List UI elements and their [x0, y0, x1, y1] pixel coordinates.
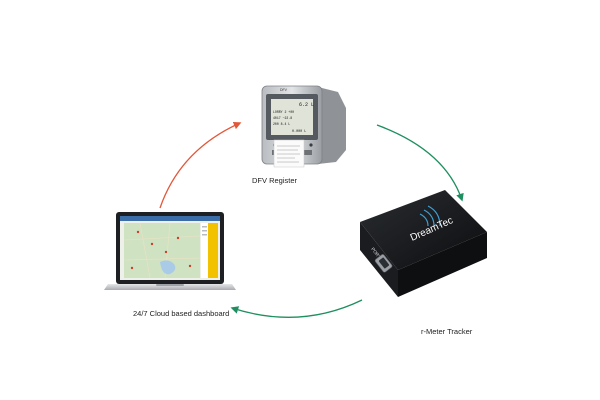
- register-receipt: [273, 139, 305, 168]
- arrow-dashboard-to-register: [159, 122, 242, 209]
- tracker-device: DreamTec PORT: [360, 190, 487, 297]
- tracker-port-label: PORT: [370, 247, 382, 260]
- dfv-register-device: DFV 6.2 L LORRY 2 +00 4017 ~22.8 200 8.4…: [261, 85, 346, 168]
- register-screen-line-5: 0.000 L: [292, 130, 306, 134]
- tracker-logo-icon: [419, 205, 441, 227]
- register-screen-line-2: LORRY 2 +00: [273, 110, 294, 114]
- dashboard-topbar: [120, 216, 220, 221]
- laptop-base: [104, 284, 236, 290]
- node-label-tracker: r-Meter Tracker: [421, 327, 473, 336]
- register-screen-line-3: 4017 ~22.8: [273, 116, 292, 120]
- laptop-dashboard: [104, 212, 236, 290]
- arrow-register-to-tracker: [376, 124, 464, 202]
- dashboard-map-markers: [130, 230, 192, 270]
- arrow-tracker-to-dashboard: [230, 299, 363, 318]
- node-label-register: DFV Register: [252, 176, 298, 185]
- dashboard-map-water: [160, 260, 176, 275]
- register-brand: DFV: [280, 88, 288, 92]
- register-screen-line-4: 200 8.4 L: [273, 122, 290, 126]
- dashboard-map: [124, 223, 200, 278]
- register-screen: [271, 99, 313, 135]
- register-screen-line-1: 6.2 L: [299, 102, 314, 108]
- node-label-dashboard: 24/7 Cloud based dashboard: [133, 309, 230, 318]
